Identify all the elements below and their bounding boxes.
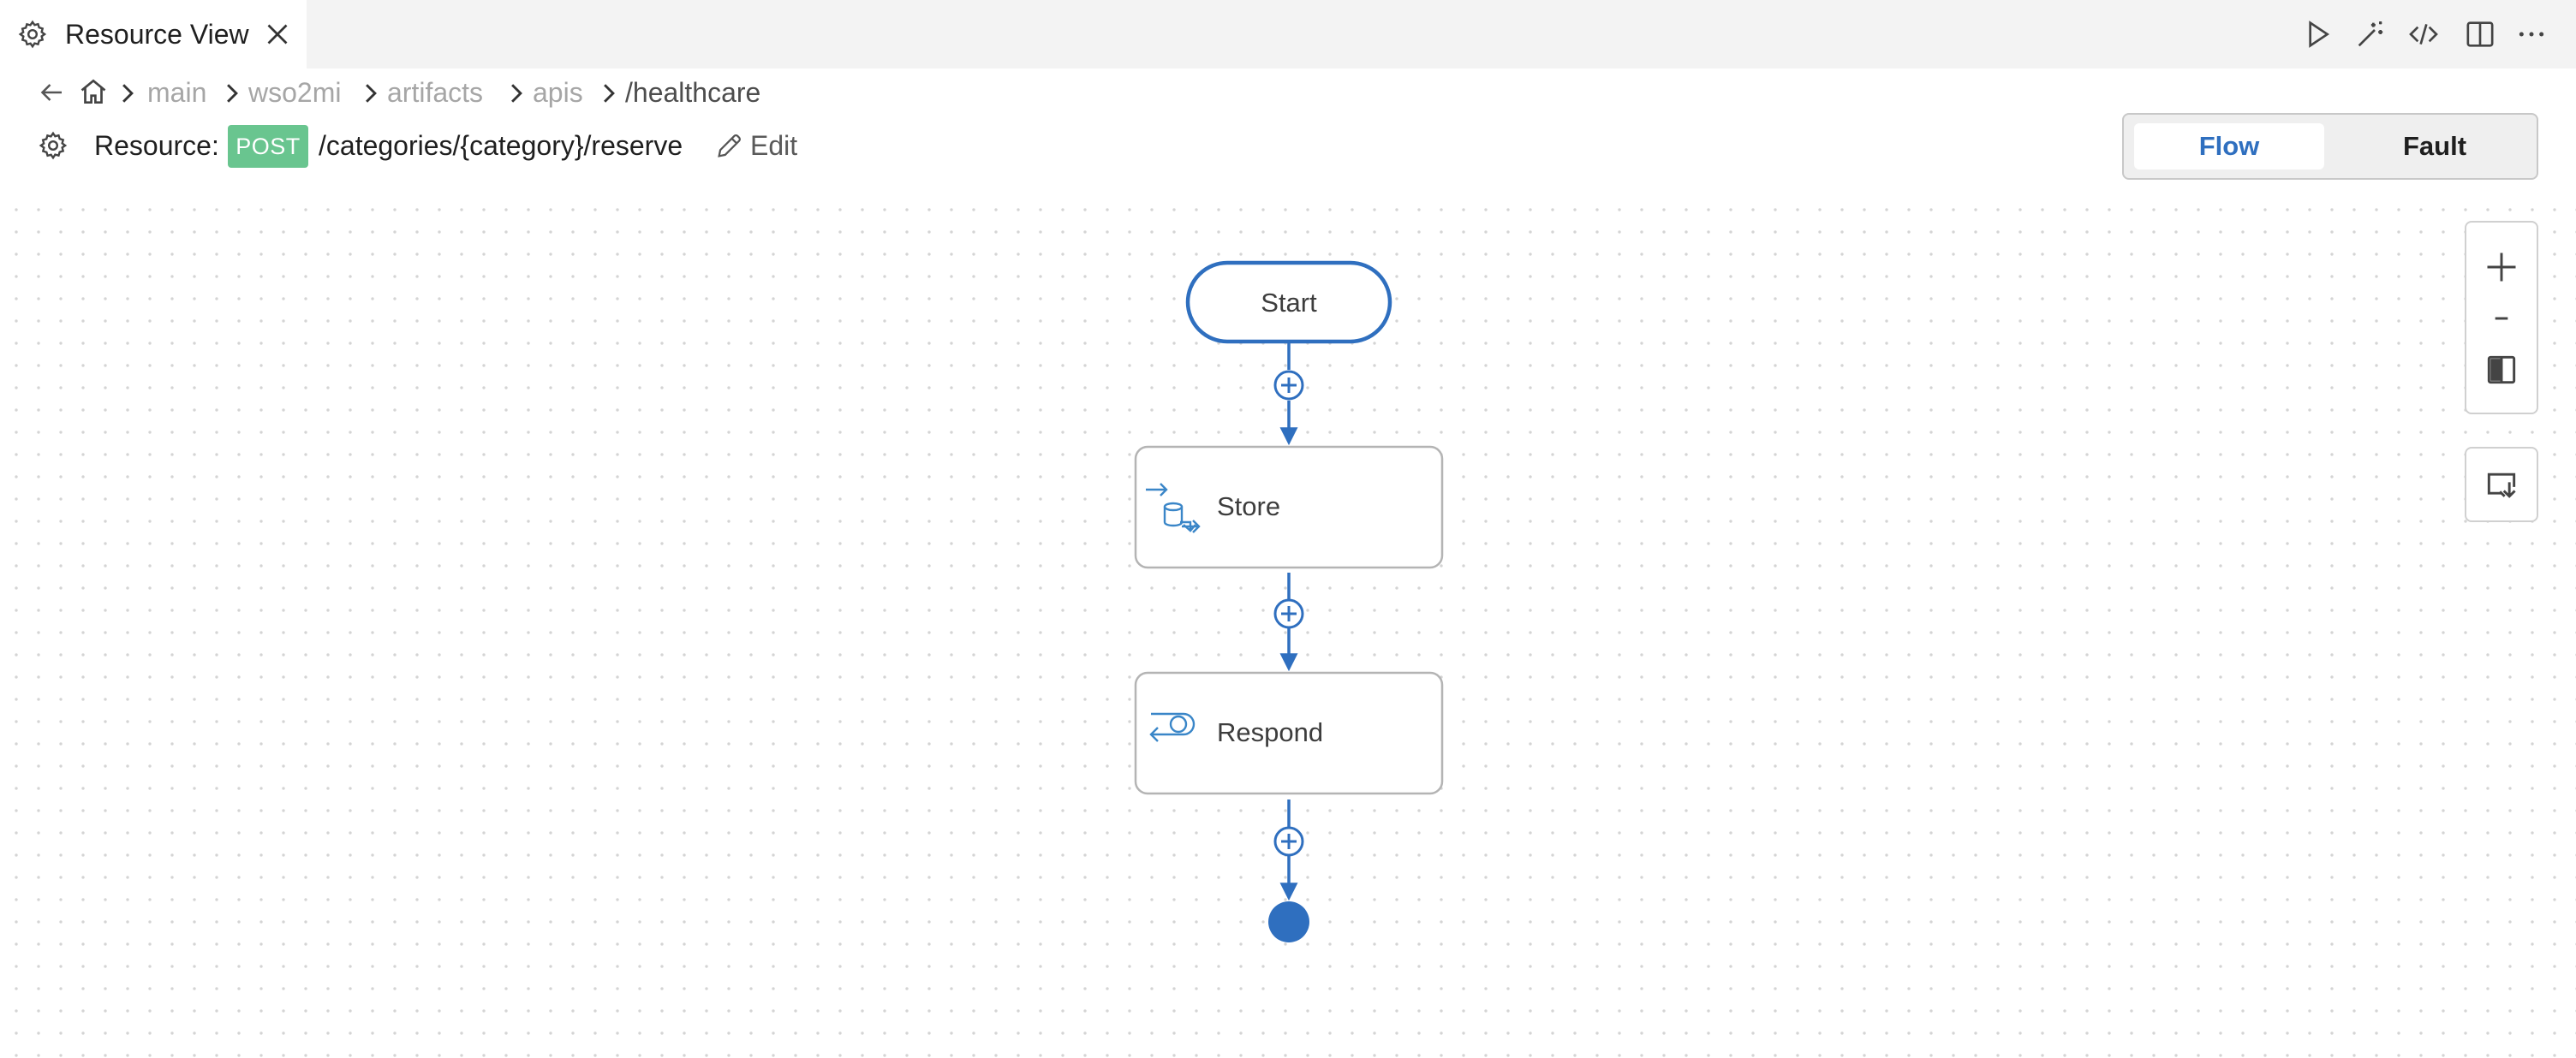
http-method-badge: POST [228, 125, 308, 168]
flow-fault-toggle: Flow Fault [2122, 113, 2538, 180]
end-node [1268, 901, 1309, 942]
breadcrumb-item-apis[interactable]: apis [533, 77, 583, 108]
breadcrumb-item-wso2mi[interactable]: wso2mi [248, 77, 342, 108]
resource-label: Resource: [94, 130, 219, 161]
gear-icon [18, 20, 47, 49]
breadcrumb-item-main[interactable]: main [147, 77, 207, 108]
chevron-right-icon [511, 84, 522, 103]
zoom-controls [2465, 221, 2538, 414]
tab-flow[interactable]: Flow [2134, 123, 2324, 169]
close-icon[interactable] [262, 19, 293, 50]
breadcrumb-item-artifacts[interactable]: artifacts [387, 77, 484, 108]
add-step-button[interactable] [1273, 370, 1304, 401]
add-step-button[interactable] [1273, 598, 1304, 629]
zoom-in-icon[interactable] [2483, 248, 2520, 286]
pencil-icon [718, 134, 741, 158]
chevron-right-icon [122, 84, 134, 103]
export-image-icon[interactable] [2483, 467, 2520, 504]
start-label: Start [1261, 288, 1317, 318]
zoom-out-icon[interactable] [2483, 300, 2520, 337]
tab-resource-view[interactable]: Resource View [0, 0, 307, 68]
store-icon [1146, 483, 1201, 533]
tab-fault[interactable]: Fault [2402, 131, 2467, 161]
edit-resource-button[interactable]: Edit [714, 127, 827, 164]
home-icon[interactable] [77, 75, 110, 108]
more-icon[interactable] [2514, 17, 2549, 51]
run-icon[interactable] [2300, 17, 2334, 51]
resource-path: /categories/{category}/reserve [319, 130, 683, 161]
tab-bar: Resource View [0, 0, 2576, 68]
tab-title: Resource View [65, 19, 249, 50]
gear-icon [39, 131, 68, 160]
chevron-right-icon [227, 84, 238, 103]
store-label: Store [1217, 491, 1280, 521]
respond-node[interactable]: Respond [1134, 671, 1444, 795]
breadcrumb: main wso2mi artifacts apis /healthcare [0, 72, 856, 113]
respond-label: Respond [1217, 717, 1323, 747]
respond-icon [1149, 712, 1196, 742]
edit-label: Edit [750, 130, 798, 161]
fit-to-screen-icon[interactable] [2483, 351, 2520, 389]
back-arrow-icon[interactable] [36, 77, 67, 108]
breadcrumb-item-healthcare: /healthcare [625, 77, 761, 108]
magic-wand-icon[interactable] [2353, 17, 2388, 51]
code-icon[interactable] [2406, 17, 2441, 51]
split-editor-icon[interactable] [2463, 17, 2497, 51]
store-node[interactable]: Store [1134, 445, 1444, 569]
chevron-right-icon [604, 84, 615, 103]
chevron-right-icon [366, 84, 377, 103]
export-panel [2465, 447, 2538, 522]
start-node[interactable]: Start [1185, 260, 1392, 344]
add-step-button[interactable] [1273, 826, 1304, 857]
